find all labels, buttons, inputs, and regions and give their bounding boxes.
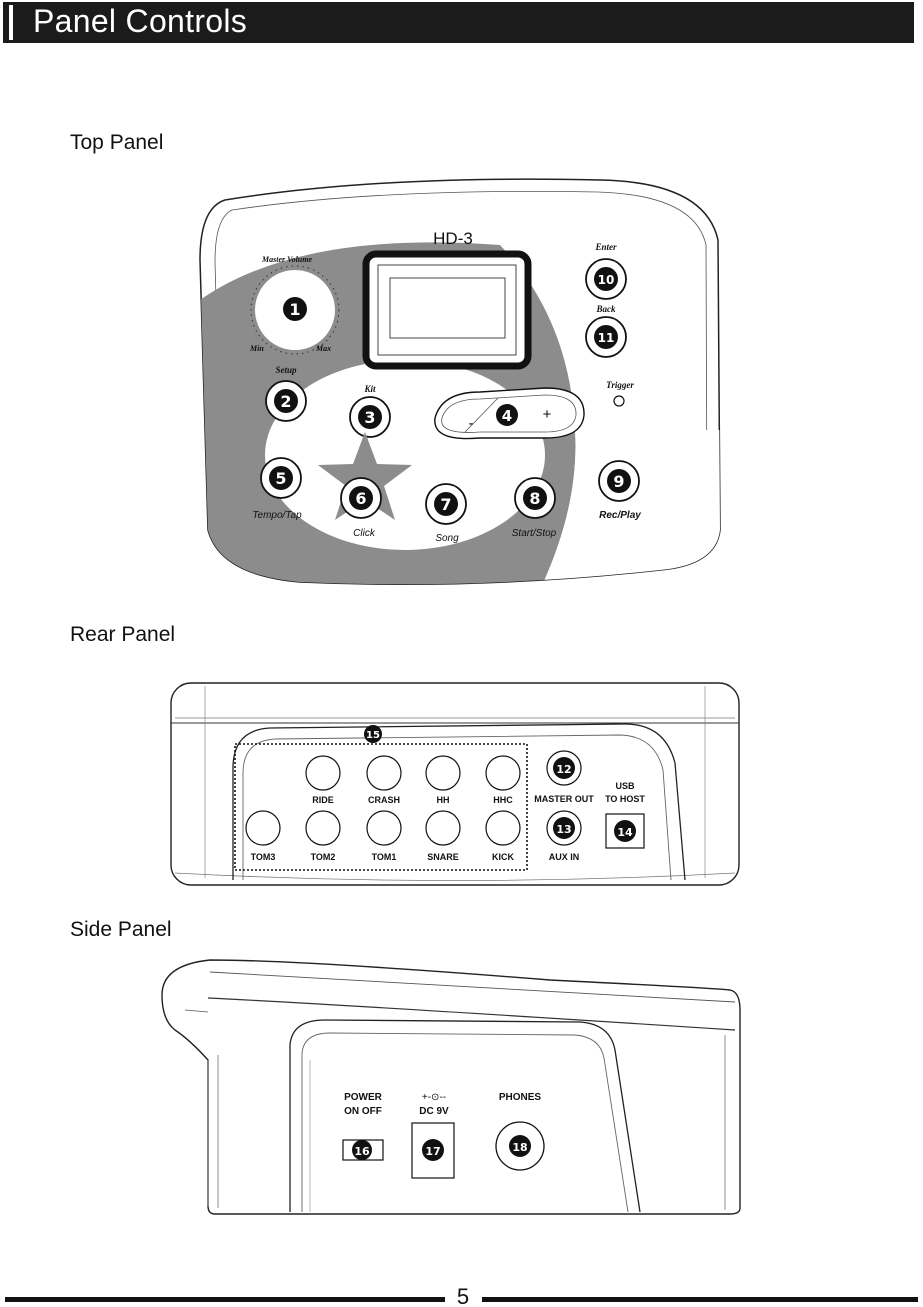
label-crash: CRASH — [368, 795, 400, 805]
callout-14: 14 — [614, 820, 636, 842]
volume-scale-ticks — [250, 265, 340, 355]
setup-label: Setup — [275, 365, 297, 375]
side-panel-diagram: POWER ON OFF 16 +-⊙-- DC 9V 17 PHONES 18 — [161, 959, 741, 1215]
footer-rule-left — [5, 1297, 445, 1302]
label-to-host: TO HOST — [605, 794, 645, 804]
jack-ride[interactable] — [305, 755, 341, 791]
jack-snare[interactable] — [425, 810, 461, 846]
kit-label: Kit — [363, 384, 376, 394]
page-title: Panel Controls — [33, 3, 248, 39]
callout-7: 7 — [434, 492, 458, 516]
svg-text:14: 14 — [617, 826, 633, 839]
enter-label: Enter — [594, 242, 617, 252]
tempo-tap-label: Tempo/Tap — [252, 510, 302, 521]
jack-crash[interactable] — [366, 755, 402, 791]
trigger-led — [613, 395, 625, 407]
footer-rule-right — [482, 1297, 918, 1302]
jack-hh[interactable] — [425, 755, 461, 791]
label-tom3: TOM3 — [251, 852, 276, 862]
callout-17: 17 — [422, 1139, 444, 1161]
callout-18: 18 — [509, 1135, 531, 1157]
jack-hhc[interactable] — [485, 755, 521, 791]
header-bar: Panel Controls — [3, 2, 914, 43]
rear-panel-heading: Rear Panel — [70, 623, 176, 646]
label-aux-in: AUX IN — [549, 852, 580, 862]
plus-label: + — [543, 406, 552, 423]
jack-tom2[interactable] — [305, 810, 341, 846]
back-label: Back — [596, 304, 616, 314]
start-stop-label: Start/Stop — [512, 528, 557, 539]
label-snare: SNARE — [427, 852, 459, 862]
svg-text:8: 8 — [529, 489, 540, 508]
label-usb: USB — [615, 781, 635, 791]
svg-text:7: 7 — [440, 495, 451, 514]
callout-1: 1 — [283, 297, 307, 321]
label-on-off: ON OFF — [344, 1106, 382, 1117]
jack-tom1[interactable] — [366, 810, 402, 846]
rear-panel-diagram: 15 RIDE CRASH HH HHC TOM3 TOM2 TOM1 SNAR… — [170, 682, 740, 886]
top-panel-heading: Top Panel — [70, 131, 164, 154]
label-kick: KICK — [492, 852, 514, 862]
label-hhc: HHC — [493, 795, 513, 805]
side-panel-body — [161, 959, 741, 1215]
callout-8: 8 — [523, 486, 547, 510]
callout-10: 10 — [594, 267, 618, 291]
callout-5: 5 — [269, 466, 293, 490]
song-label: Song — [435, 533, 459, 544]
svg-text:1: 1 — [289, 300, 300, 319]
label-tom1: TOM1 — [372, 852, 397, 862]
svg-text:4: 4 — [502, 407, 512, 425]
label-master-out: MASTER OUT — [534, 794, 594, 804]
star-emblem — [318, 432, 412, 520]
label-ride: RIDE — [312, 795, 334, 805]
callout-11: 11 — [594, 325, 618, 349]
callout-13: 13 — [553, 817, 575, 839]
side-panel-heading: Side Panel — [70, 918, 172, 941]
label-hh: HH — [437, 795, 450, 805]
svg-text:11: 11 — [598, 331, 615, 345]
svg-text:3: 3 — [364, 408, 375, 427]
callout-3: 3 — [358, 405, 382, 429]
callout-12: 12 — [553, 757, 575, 779]
trigger-inputs-group — [234, 743, 528, 871]
label-tom2: TOM2 — [311, 852, 336, 862]
dc-polarity-symbol: +-⊙-- — [422, 1092, 446, 1103]
svg-text:10: 10 — [598, 273, 615, 287]
top-panel-diagram: Master Volume Min Max 1 HD-3 Enter 10 Ba… — [199, 178, 721, 586]
lcd-screen — [389, 277, 506, 339]
header-accent — [9, 5, 13, 40]
svg-text:18: 18 — [512, 1141, 527, 1154]
click-label: Click — [353, 528, 376, 539]
svg-text:13: 13 — [556, 823, 571, 836]
svg-text:6: 6 — [355, 489, 366, 508]
svg-text:12: 12 — [556, 763, 571, 776]
callout-16: 16 — [352, 1140, 372, 1160]
jack-kick[interactable] — [485, 810, 521, 846]
callout-2: 2 — [274, 389, 298, 413]
svg-text:5: 5 — [275, 469, 286, 488]
trigger-label: Trigger — [606, 380, 634, 390]
svg-text:9: 9 — [613, 472, 624, 491]
label-dc-9v: DC 9V — [419, 1106, 449, 1117]
model-label: HD-3 — [433, 229, 473, 248]
callout-15: 15 — [364, 725, 382, 743]
svg-text:15: 15 — [366, 730, 380, 741]
jack-tom3[interactable] — [245, 810, 281, 846]
volume-min-label: Min — [249, 344, 264, 353]
svg-text:2: 2 — [280, 392, 291, 411]
svg-text:17: 17 — [425, 1145, 440, 1158]
volume-max-label: Max — [315, 344, 331, 353]
label-phones: PHONES — [499, 1092, 542, 1103]
master-volume-label: Master Volume — [261, 255, 312, 264]
minus-label: - — [469, 415, 474, 432]
callout-4: 4 — [496, 404, 518, 426]
page-number: 5 — [456, 1284, 470, 1307]
label-power: POWER — [344, 1092, 383, 1103]
rec-play-label: Rec/Play — [599, 510, 641, 521]
svg-text:16: 16 — [354, 1145, 370, 1158]
callout-9: 9 — [607, 469, 631, 493]
callout-6: 6 — [349, 486, 373, 510]
